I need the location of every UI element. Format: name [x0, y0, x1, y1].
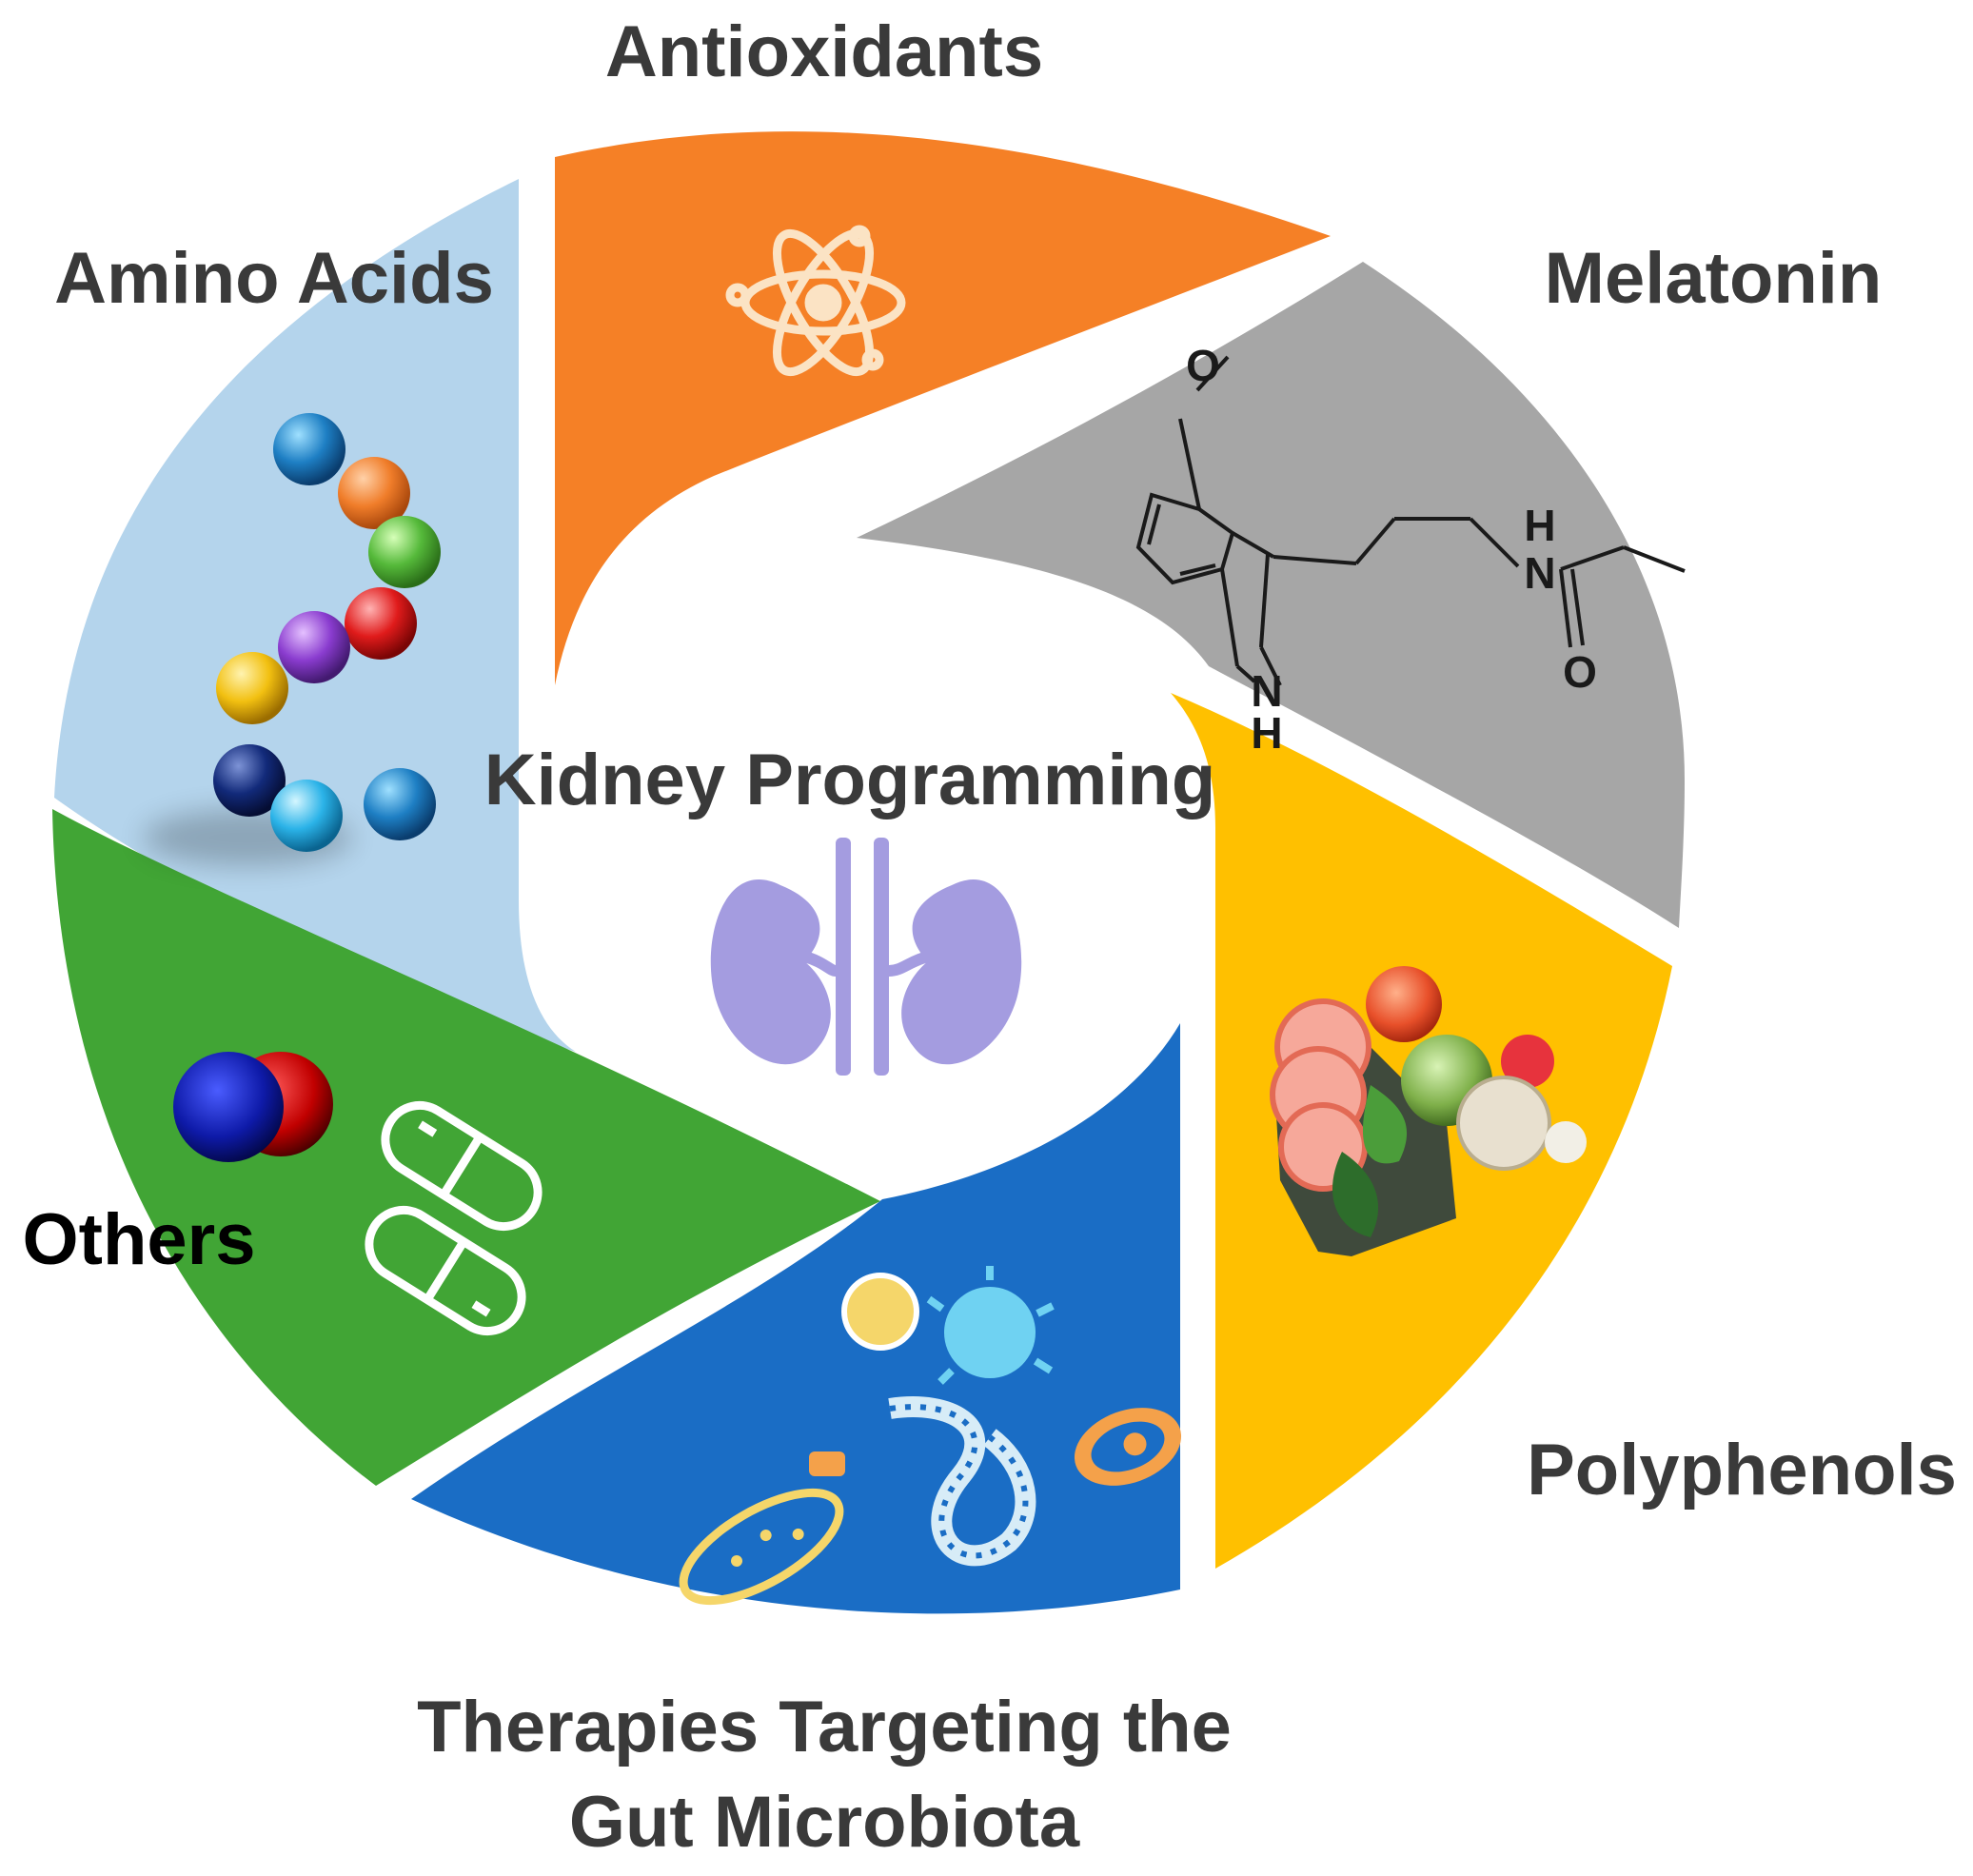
amino-bead	[270, 780, 343, 852]
amino-bead	[273, 413, 345, 485]
amino-bead	[216, 652, 288, 724]
center-title: Kidney Programming	[484, 740, 1216, 820]
atom-o-top: O	[1186, 341, 1220, 390]
melatonin-atom-labels: O N H H N O	[1186, 341, 1597, 758]
microbes-icon	[679, 1266, 1182, 1606]
label-others: Others	[23, 1199, 256, 1280]
segment-labels: Antioxidants Melatonin Polyphenols Thera…	[23, 11, 1957, 1863]
atom-o-amide: O	[1563, 647, 1597, 697]
label-amino-acids: Amino Acids	[54, 238, 494, 319]
amino-bead	[364, 768, 436, 840]
segment-melatonin	[857, 262, 1685, 928]
amino-bead	[213, 744, 286, 817]
pills-icon	[365, 1100, 543, 1336]
amino-acid-chain-icon	[213, 413, 441, 852]
segment-antioxidants	[555, 131, 1331, 686]
kidney-icon	[710, 838, 1022, 1076]
molecule-spheres-icon	[173, 1052, 333, 1162]
atom-h-amide: H	[1524, 501, 1555, 550]
segment-gut-microbiota	[411, 1023, 1180, 1614]
amino-bead	[345, 587, 417, 660]
atom-n-amide: N	[1524, 548, 1555, 598]
atom-n-ring: N	[1251, 666, 1282, 716]
label-melatonin: Melatonin	[1545, 238, 1883, 319]
atom-icon	[725, 225, 906, 377]
atom-h-ring: H	[1251, 708, 1282, 758]
amino-bead	[338, 457, 410, 529]
label-gut-line-1: Therapies Targeting the	[417, 1687, 1232, 1767]
amino-bead	[368, 516, 441, 588]
amino-bead	[278, 611, 350, 683]
segment-others	[52, 809, 880, 1486]
melatonin-structure-icon	[1135, 355, 1686, 686]
fruit-vegetables-icon	[1270, 966, 1587, 1256]
label-polyphenols: Polyphenols	[1527, 1430, 1957, 1511]
label-gut-line-2: Gut Microbiota	[569, 1782, 1080, 1863]
label-antioxidants: Antioxidants	[605, 11, 1043, 92]
